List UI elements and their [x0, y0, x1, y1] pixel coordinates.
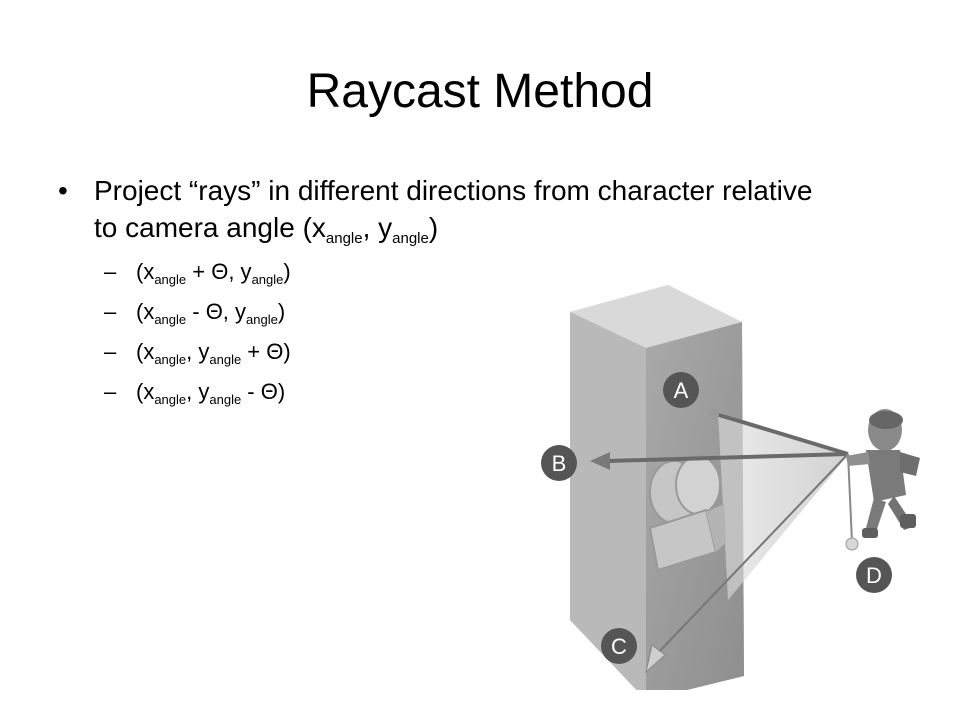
view-cone: [718, 412, 848, 600]
sub-bullet-item: – (xangle - Θ, yangle): [104, 298, 404, 338]
sub-bullet-list: – (xangle + Θ, yangle) – (xangle - Θ, ya…: [104, 258, 404, 418]
bullet-text-main: Project “rays” in different directions f…: [94, 175, 813, 243]
label-b-badge: B: [541, 445, 577, 481]
rays: [590, 409, 859, 674]
dash-marker: –: [104, 339, 117, 364]
sub-bullet-text: (xangle - Θ, yangle): [136, 299, 286, 327]
character-figure: [846, 409, 920, 538]
label-d-badge: D: [856, 557, 892, 593]
svg-text:D: D: [866, 563, 882, 588]
sub-bullet-item: – (xangle, yangle + Θ): [104, 338, 404, 378]
sub-bullet-item: – (xangle, yangle - Θ): [104, 378, 404, 418]
bullet-marker: •: [58, 175, 68, 206]
dash-marker: –: [104, 299, 117, 324]
sub-bullet-item: – (xangle + Θ, yangle): [104, 258, 404, 298]
subscript-angle: angle: [392, 230, 429, 247]
sub-bullet-text: (xangle, yangle - Θ): [136, 379, 286, 407]
sub-bullet-text: (xangle + Θ, yangle): [136, 259, 291, 287]
slide-title: Raycast Method: [306, 65, 654, 118]
dash-marker: –: [104, 379, 117, 404]
raycast-illustration: A B C D: [541, 285, 920, 690]
svg-text:B: B: [552, 451, 567, 476]
subscript-angle: angle: [325, 230, 363, 247]
sub-bullet-text: (xangle, yangle + Θ): [136, 339, 291, 367]
label-c-badge: C: [601, 628, 637, 664]
svg-text:A: A: [674, 378, 689, 403]
bullet-text: Project “rays” in different directions f…: [94, 172, 814, 246]
label-a-badge: A: [663, 372, 699, 408]
dash-marker: –: [104, 259, 117, 284]
svg-text:C: C: [611, 634, 627, 659]
camera-icon: [648, 455, 726, 572]
bullet-text-close: ): [428, 212, 439, 243]
bullet-text-comma: , y: [362, 212, 393, 243]
